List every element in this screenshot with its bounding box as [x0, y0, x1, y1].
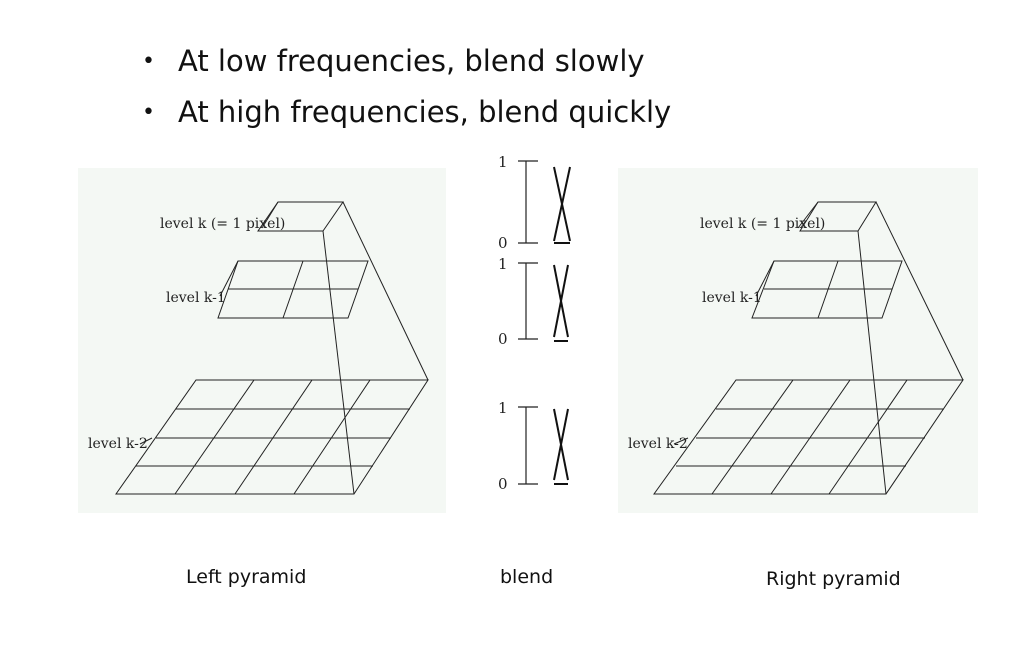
blend-axis2-bottom: 0 [498, 330, 508, 348]
left-pyramid-caption: Left pyramid [186, 566, 307, 588]
blend-curve-1b [553, 166, 571, 242]
blend-curve-2b [553, 264, 569, 338]
blend-caption: blend [500, 566, 554, 588]
bullet-text: At low frequencies, blend slowly [178, 44, 645, 78]
left-pyramid-diagram: level k (= 1 pixel) level k-1 level k-2 [88, 201, 429, 495]
right-level-k1-label: level k-1 [702, 290, 762, 306]
right-level-k2-label: level k-2 [628, 436, 688, 452]
level-k2-grid [653, 379, 964, 495]
blend-axis2-top: 1 [498, 255, 508, 273]
bullet-text: At high frequencies, blend quickly [178, 95, 672, 129]
left-level-k-label: level k (= 1 pixel) [160, 216, 285, 232]
right-pyramid-panel: level k (= 1 pixel) level k-1 level k-2 [618, 168, 978, 513]
blend-axis3-bottom: 0 [498, 475, 508, 493]
left-level-k2-label: level k-2 [88, 436, 148, 452]
bullet-list: • At low frequencies, blend slowly • At … [142, 36, 671, 138]
bullet-dot-icon: • [142, 49, 155, 74]
level-k2-grid [115, 379, 429, 495]
right-level-k-label: level k (= 1 pixel) [700, 216, 825, 232]
level-k1-grid [751, 260, 903, 319]
level-k1-grid [217, 260, 369, 319]
blend-diagram: 1 0 1 0 1 0 [498, 153, 571, 493]
blend-curve-3b [553, 408, 569, 481]
blend-axis1-bottom: 0 [498, 234, 508, 252]
bullet-dot-icon: • [142, 100, 155, 125]
left-pyramid-panel: level k (= 1 pixel) level k-1 level k-2 [78, 168, 446, 513]
left-level-k1-label: level k-1 [166, 290, 226, 306]
blend-axis3-top: 1 [498, 399, 508, 417]
right-pyramid-caption: Right pyramid [766, 568, 901, 590]
right-pyramid-diagram: level k (= 1 pixel) level k-1 level k-2 [628, 201, 964, 495]
bullet-item: • At high frequencies, blend quickly [142, 87, 671, 138]
bullet-item: • At low frequencies, blend slowly [142, 36, 671, 87]
blend-axis1-top: 1 [498, 153, 508, 171]
